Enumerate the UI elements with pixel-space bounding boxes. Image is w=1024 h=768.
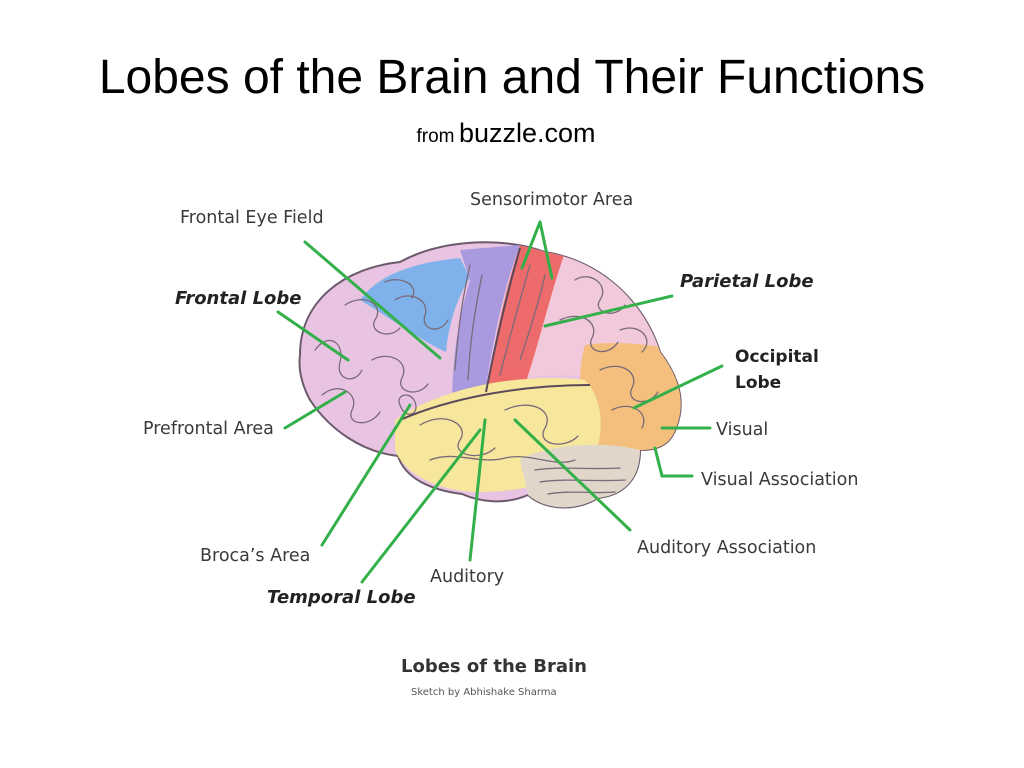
label-visual-association: Visual Association — [701, 470, 858, 490]
leader-sensorimotor-right — [538, 220, 554, 280]
label-frontal-eye-field: Frontal Eye Field — [180, 208, 324, 228]
central-sulcus — [485, 247, 521, 393]
label-frontal-lobe: Frontal Lobe — [175, 288, 302, 309]
label-occipital-lobe-line1: Occipital — [735, 347, 819, 367]
leader-frontal-lobe — [276, 310, 350, 362]
slide-title: Lobes of the Brain and Their Functions — [98, 51, 926, 104]
leader-temporal-lobe — [360, 428, 482, 584]
sensory-strip-region — [486, 245, 565, 392]
caption-credit: Sketch by Abhishake Sharma — [411, 687, 557, 698]
label-parietal-lobe: Parietal Lobe — [680, 271, 814, 292]
brain-gyri — [314, 264, 659, 495]
label-sensorimotor-area: Sensorimotor Area — [470, 190, 633, 210]
subtitle-source: buzzle.com — [458, 118, 596, 148]
leader-visual-association — [653, 446, 694, 478]
label-brocas-area: Broca’s Area — [200, 546, 310, 566]
leader-lines — [276, 220, 724, 584]
leader-frontal-eye-field — [303, 240, 442, 360]
leader-auditory — [468, 418, 487, 562]
leader-auditory-association — [513, 418, 632, 532]
lateral-sulcus — [399, 384, 591, 421]
cerebellum-region — [520, 444, 640, 508]
leader-occipital-lobe — [632, 364, 724, 410]
label-prefrontal-area: Prefrontal Area — [143, 419, 274, 439]
leader-parietal-lobe — [543, 294, 674, 328]
leader-sensorimotor-left — [520, 220, 542, 270]
label-auditory-association: Auditory Association — [637, 538, 816, 558]
label-temporal-lobe: Temporal Lobe — [267, 587, 416, 608]
label-visual: Visual — [716, 420, 768, 440]
slide-subtitle: from buzzle.com — [0, 116, 1012, 155]
label-occipital-lobe-line2: Lobe — [735, 373, 781, 393]
leader-brocas-area — [320, 403, 412, 547]
brain-illustration — [298, 241, 682, 509]
subtitle-prefix: from — [416, 126, 455, 147]
leader-prefrontal-area — [283, 390, 347, 430]
label-auditory: Auditory — [430, 567, 504, 587]
caption-title: Lobes of the Brain — [401, 656, 587, 677]
